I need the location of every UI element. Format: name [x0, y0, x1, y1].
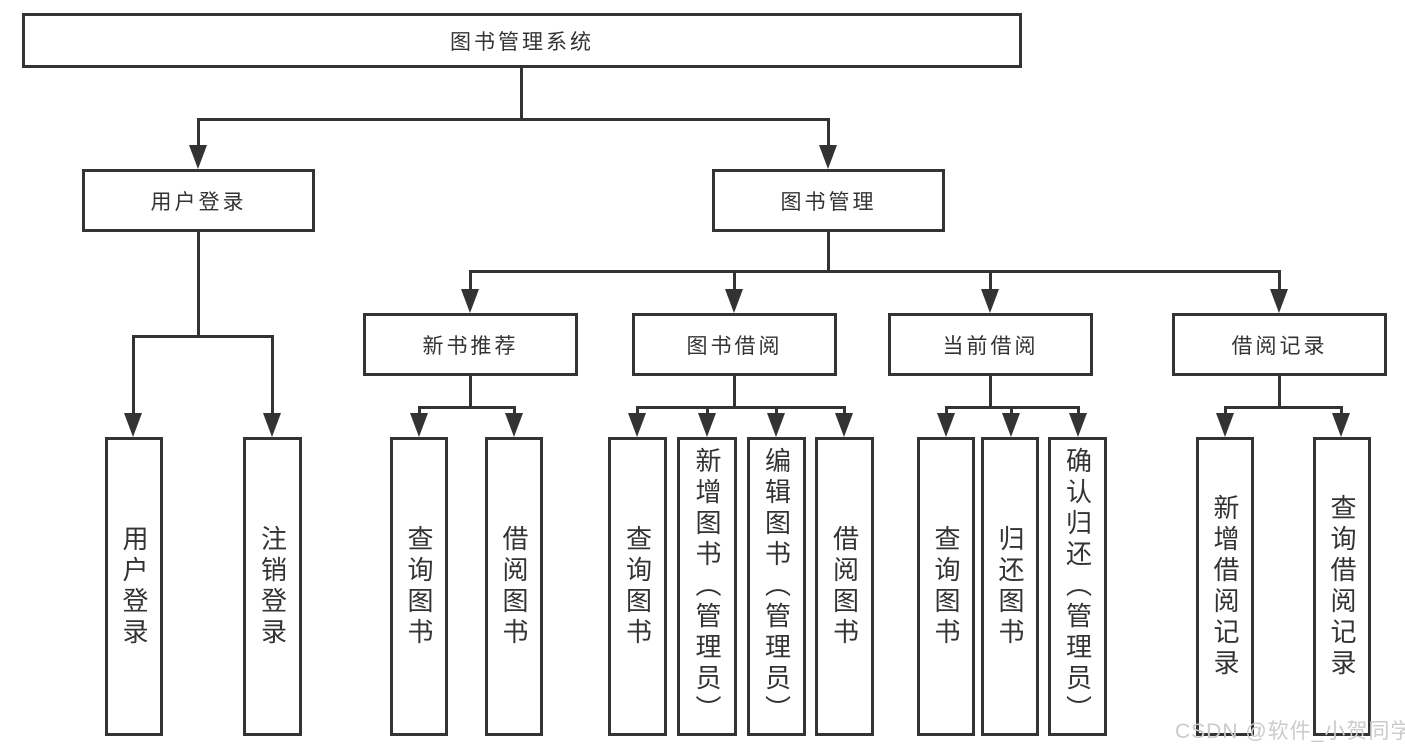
arrow-down-icon: [819, 145, 837, 169]
node-label: 新书推荐: [422, 334, 519, 358]
connector-line: [469, 376, 472, 408]
node-add-books-admin-leaf: 新增图书（管理员）: [677, 437, 737, 736]
arrow-down-icon: [410, 413, 428, 437]
arrow-down-icon: [1270, 289, 1288, 313]
arrow-down-icon: [263, 413, 281, 437]
node-query-books-leaf-1: 查询图书: [390, 437, 448, 736]
node-return-books-leaf: 归还图书: [981, 437, 1039, 736]
connector-line: [1077, 406, 1080, 416]
node-borrow-books-leaf-1: 借阅图书: [485, 437, 543, 736]
connector-line: [775, 406, 778, 416]
connector-line: [733, 270, 736, 291]
node-label: 查询图书: [404, 524, 434, 649]
arrow-down-icon: [628, 413, 646, 437]
node-label: 查询图书: [931, 524, 961, 649]
connector-line: [132, 335, 135, 415]
node-borrowing-records: 借阅记录: [1172, 313, 1387, 376]
node-label: 注销登录: [257, 524, 288, 649]
arrow-down-icon: [505, 413, 523, 437]
connector-line: [197, 232, 200, 338]
node-label: 新增借阅记录: [1210, 493, 1240, 680]
connector-line: [1224, 406, 1343, 409]
connector-line: [418, 406, 421, 416]
node-label: 借阅图书: [829, 524, 860, 649]
connector-line: [989, 270, 992, 291]
node-label: 用户登录: [150, 190, 247, 214]
arrow-down-icon: [835, 413, 853, 437]
connector-line: [513, 406, 516, 416]
connector-line: [271, 335, 274, 415]
arrow-down-icon: [124, 413, 142, 437]
connector-line: [636, 406, 639, 416]
connector-line: [197, 118, 200, 148]
node-label: 查询图书: [622, 524, 653, 649]
node-label: 查询借阅记录: [1327, 493, 1357, 680]
node-query-books-leaf-3: 查询图书: [917, 437, 975, 736]
arrow-down-icon: [981, 289, 999, 313]
connector-line: [827, 232, 830, 273]
connector-line: [1278, 376, 1281, 408]
node-label: 新增图书（管理员）: [692, 447, 722, 726]
node-query-borrow-record-leaf: 查询借阅记录: [1313, 437, 1371, 736]
connector-line: [733, 376, 736, 408]
connector-line: [1340, 406, 1343, 416]
node-book-management-branch: 图书管理: [712, 169, 945, 232]
node-user-login-branch: 用户登录: [82, 169, 315, 232]
connector-line: [469, 270, 472, 291]
node-add-borrow-record-leaf: 新增借阅记录: [1196, 437, 1254, 736]
connector-line: [1278, 270, 1281, 291]
connector-line: [197, 118, 830, 121]
node-label: 编辑图书（管理员）: [761, 447, 792, 726]
node-current-borrowing: 当前借阅: [888, 313, 1093, 376]
arrow-down-icon: [1069, 413, 1087, 437]
arrow-down-icon: [725, 289, 743, 313]
node-confirm-return-admin-leaf: 确认归还（管理员）: [1048, 437, 1107, 736]
node-label: 确认归还（管理员）: [1062, 447, 1093, 726]
node-book-borrowing: 图书借阅: [632, 313, 837, 376]
node-borrow-books-leaf-2: 借阅图书: [815, 437, 874, 736]
connector-line: [843, 406, 846, 416]
node-label: 归还图书: [995, 524, 1025, 649]
node-library-management-system: 图书管理系统: [22, 13, 1022, 68]
connector-line: [827, 118, 830, 148]
node-label: 借阅记录: [1231, 334, 1328, 358]
connector-line: [989, 376, 992, 408]
node-label: 当前借阅: [942, 334, 1039, 358]
connector-line: [520, 68, 523, 118]
watermark-csdn: CSDN @软件_小贺同学: [1175, 720, 1405, 743]
arrow-down-icon: [1332, 413, 1350, 437]
connector-line: [1010, 406, 1013, 416]
node-label: 用户登录: [119, 524, 149, 649]
arrow-down-icon: [189, 145, 207, 169]
connector-line: [945, 406, 948, 416]
node-label: 图书借阅: [686, 334, 783, 358]
connector-line: [469, 270, 1281, 273]
arrow-down-icon: [461, 289, 479, 313]
node-new-book-recommendation: 新书推荐: [363, 313, 578, 376]
arrow-down-icon: [767, 413, 785, 437]
arrow-down-icon: [698, 413, 716, 437]
node-logout-leaf: 注销登录: [243, 437, 302, 736]
connector-line: [706, 406, 709, 416]
connector-line: [1224, 406, 1227, 416]
connector-line: [418, 406, 516, 409]
connector-line: [132, 335, 272, 338]
arrow-down-icon: [1216, 413, 1234, 437]
arrow-down-icon: [937, 413, 955, 437]
node-label: 图书管理: [780, 190, 877, 214]
node-label: 借阅图书: [499, 524, 529, 649]
connector-line: [636, 406, 846, 409]
arrow-down-icon: [1002, 413, 1020, 437]
node-edit-books-admin-leaf: 编辑图书（管理员）: [747, 437, 806, 736]
node-query-books-leaf-2: 查询图书: [608, 437, 667, 736]
node-user-login-leaf: 用户登录: [105, 437, 163, 736]
node-label: 图书管理系统: [450, 30, 594, 54]
